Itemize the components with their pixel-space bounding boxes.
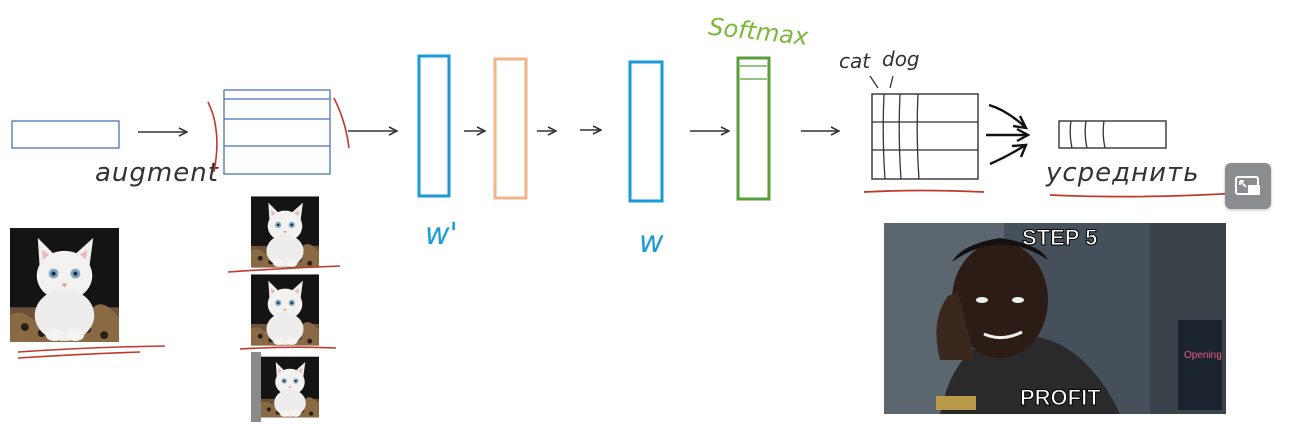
w-prime-label: w' [425, 217, 458, 252]
picture-in-picture-button[interactable] [1225, 163, 1271, 209]
original-kitten-image [10, 228, 119, 342]
bracket-left-red [207, 101, 218, 173]
layer-w [628, 60, 664, 203]
step5-profit-meme-image: Opening STEP 5 PROFIT [884, 223, 1226, 414]
augment-underline-red-1 [227, 265, 341, 273]
matrix-underline-red [863, 189, 985, 193]
average-underline-red [1049, 192, 1241, 198]
dog-label: dog [882, 47, 920, 71]
meme-bottom-text: PROFIT [1020, 385, 1101, 410]
cat-label: cat [839, 49, 871, 73]
layer-softmax [736, 56, 771, 201]
augment-underline-red-2 [239, 346, 337, 350]
meme-top-text: STEP 5 [1022, 225, 1097, 250]
averaged-vector [1058, 120, 1167, 149]
meme-sign-text: Opening [1184, 350, 1222, 361]
layer-w-prime [417, 54, 451, 198]
output-matrix [871, 93, 979, 180]
picture-in-picture-icon [1235, 176, 1260, 195]
average-label: усреднить [1045, 158, 1200, 188]
w-label: w [639, 225, 664, 260]
input-box [11, 120, 120, 149]
original-underline-red [17, 345, 166, 359]
softmax-label: Softmax [707, 13, 810, 51]
augmented-stack [223, 89, 331, 175]
merge-arrows [986, 103, 1031, 166]
layer-orange [493, 57, 528, 200]
augmented-kitten-images [251, 196, 319, 422]
augment-label: augment [95, 158, 219, 188]
dog-pointer [889, 75, 894, 89]
cat-pointer [869, 75, 879, 89]
bracket-right-red [333, 97, 350, 149]
